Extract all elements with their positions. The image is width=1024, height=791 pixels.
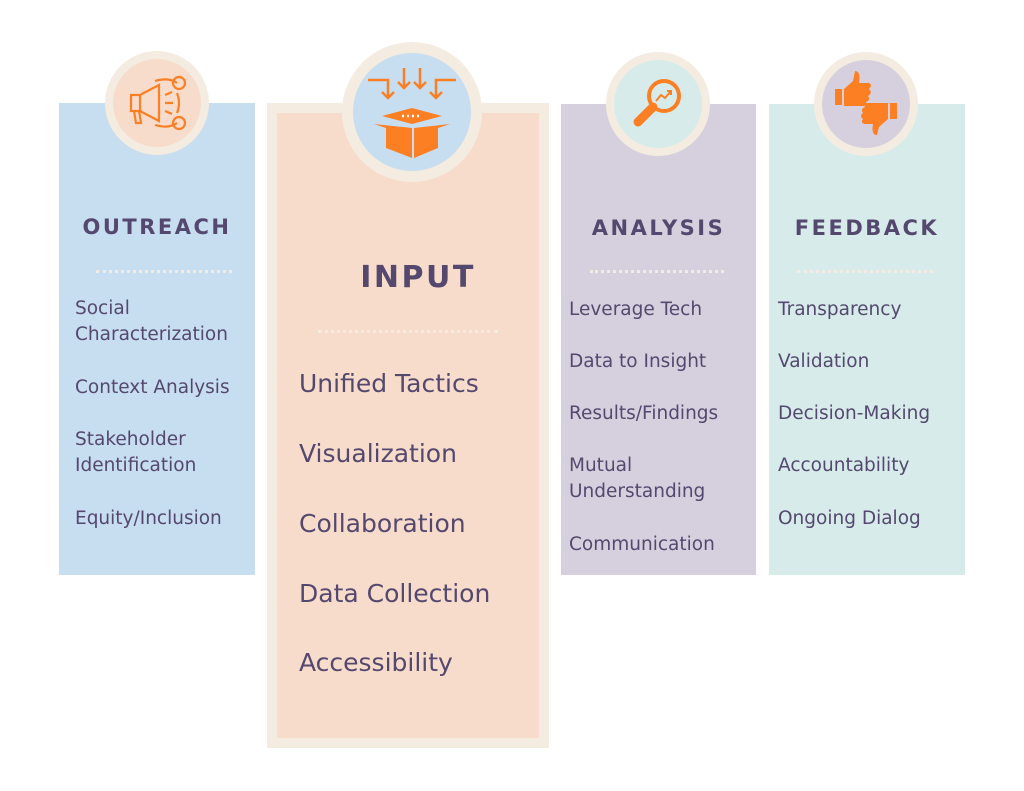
outreach-divider (96, 270, 232, 273)
megaphone-icon (129, 75, 187, 131)
magnifier-chart-icon (633, 79, 681, 127)
feedback-panel (769, 104, 965, 575)
input-panel (267, 103, 549, 748)
input-icon-circle (342, 42, 482, 182)
input-item: Visualization (299, 439, 457, 468)
input-item: Unified Tactics (299, 369, 479, 398)
analysis-panel (561, 104, 756, 575)
box-arrows-icon (368, 68, 456, 158)
feedback-item: Validation (778, 351, 870, 372)
input-item: Accessibility (299, 648, 453, 677)
analysis-divider (590, 270, 724, 273)
input-item: Collaboration (299, 509, 466, 538)
outreach-item: Context Analysis (75, 377, 230, 398)
analysis-item: Leverage Tech (569, 299, 703, 320)
feedback-icon-circle (814, 52, 918, 156)
analysis-item: Communication (569, 534, 715, 555)
analysis-item: Data to Insight (569, 351, 707, 372)
outreach-icon-circle (105, 51, 209, 155)
analysis-title: ANALYSIS (591, 216, 726, 240)
analysis-item: Results/Findings (569, 403, 719, 424)
outreach-panel (59, 103, 255, 575)
feedback-title: FEEDBACK (794, 216, 940, 240)
outreach-title: OUTREACH (82, 215, 232, 239)
feedback-item: Transparency (778, 299, 902, 320)
thumbs-up-down-icon (835, 71, 897, 135)
feedback-divider (797, 270, 933, 273)
feedback-item: Ongoing Dialog (778, 508, 921, 529)
input-divider (318, 330, 498, 333)
input-title: INPUT (360, 260, 476, 295)
feedback-item: Decision-Making (778, 403, 931, 424)
input-item: Data Collection (299, 579, 491, 608)
outreach-item: Equity/Inclusion (75, 508, 222, 529)
analysis-icon-circle (606, 52, 710, 156)
feedback-item: Accountability (778, 455, 910, 476)
